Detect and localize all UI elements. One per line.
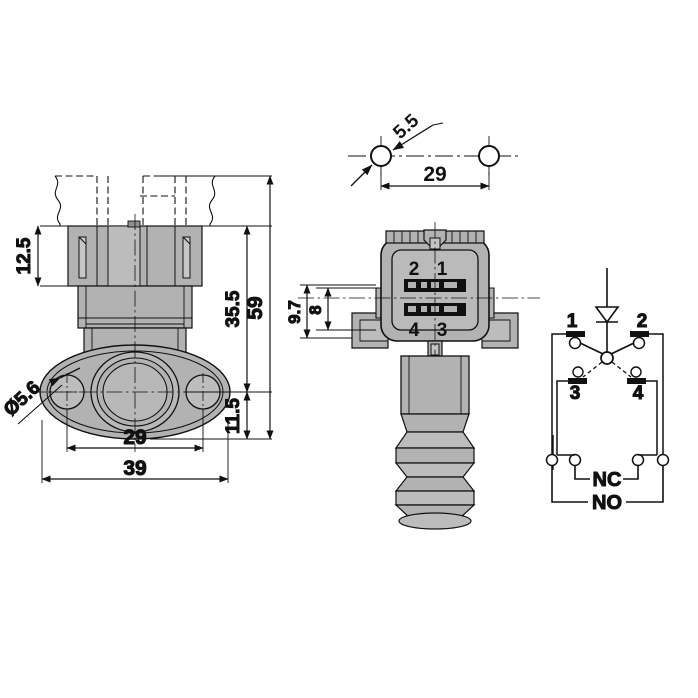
circuit-label-2: 2 [637, 311, 648, 332]
circuit-schematic: 1 2 3 4 [545, 268, 670, 515]
side-view: 2 1 4 3 [298, 222, 540, 530]
dim-8: 8 [306, 305, 325, 314]
dim-11-5: 11.5 [223, 398, 244, 434]
pin-label-2: 2 [409, 259, 420, 280]
dim-35-5: 35.5 [223, 290, 244, 327]
side-body [400, 355, 470, 415]
dim-29-holes: 29 [423, 163, 446, 186]
circuit-label-3: 3 [570, 383, 581, 404]
no-connection [551, 466, 664, 503]
side-bellows-boot [394, 413, 476, 530]
output-node-d [656, 453, 670, 467]
contact-terminal-2 [630, 331, 649, 350]
hole-right [478, 145, 500, 167]
blade-to-2 [610, 341, 637, 355]
circuit-label-no: NO [592, 492, 622, 514]
dim-39: 39 [123, 457, 146, 480]
circuit-label-4: 4 [633, 383, 644, 404]
side-view-dimensions: 9.7 8 [285, 284, 376, 339]
contact-terminal-4 [627, 366, 646, 384]
blade-to-1 [577, 341, 604, 355]
diode-symbol [594, 268, 620, 338]
dim-9-7: 9.7 [285, 300, 304, 324]
circuit-label-nc: NC [593, 469, 622, 491]
circuit-label-1: 1 [567, 311, 578, 332]
pin-label-1: 1 [437, 259, 448, 280]
pin-label-3: 3 [437, 320, 448, 341]
output-node-c [631, 453, 645, 467]
circuit-wiring [551, 333, 664, 455]
contact-terminal-3 [568, 366, 587, 384]
front-view [30, 175, 240, 452]
dim-59: 59 [244, 296, 267, 319]
front-break-squiggles [54, 175, 216, 226]
side-pin-terminals [404, 279, 466, 316]
dim-12-5: 12.5 [14, 237, 35, 274]
contact-terminal-1 [566, 331, 585, 350]
nc-connection [574, 466, 639, 480]
pin-label-4: 4 [409, 320, 420, 341]
dim-29-front: 29 [123, 426, 146, 449]
hole-left [370, 145, 392, 167]
output-node-a [545, 453, 559, 467]
output-node-b [568, 453, 582, 467]
